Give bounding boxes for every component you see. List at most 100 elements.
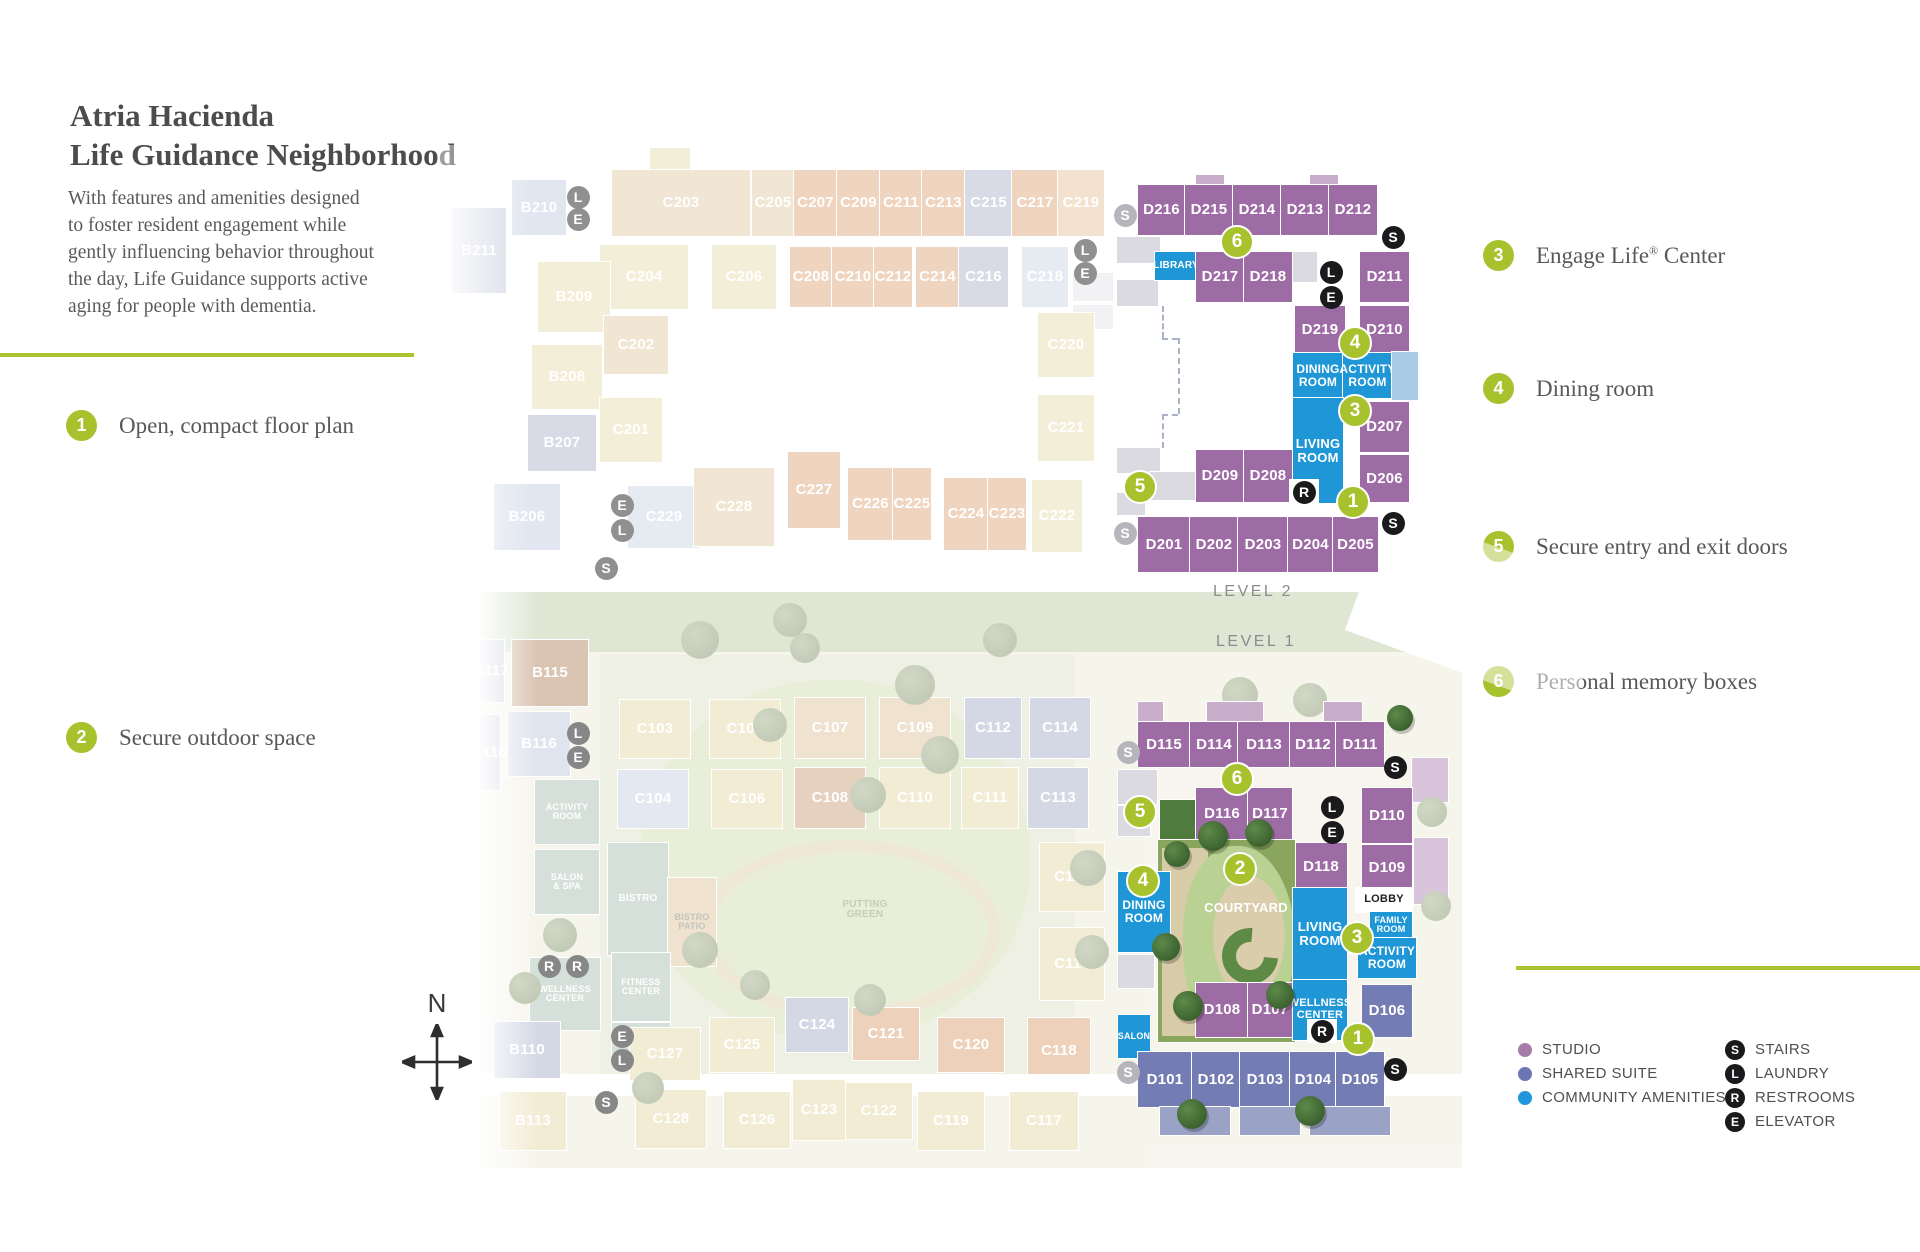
room-d111: D111 <box>1336 722 1384 767</box>
room-dining: DINING ROOM <box>1293 353 1343 398</box>
room-d108: D108 <box>1196 983 1248 1037</box>
tree-icon <box>1198 821 1228 851</box>
laundry-icon: L <box>610 1048 634 1072</box>
room-d114: D114 <box>1190 722 1238 767</box>
intro-line: aging for people with dementia. <box>68 296 317 317</box>
plan-block <box>440 145 530 585</box>
room-d202: D202 <box>1190 517 1238 572</box>
room-c104: C104 <box>618 770 688 828</box>
room-c103: C103 <box>620 700 690 758</box>
room-b209: B209 <box>538 262 610 332</box>
callout-4-label: Dining room <box>1536 375 1655 401</box>
page-title-line1: Atria Hacienda <box>70 98 275 133</box>
room-c124: C124 <box>786 998 848 1052</box>
callout-marker-6: 6 <box>1220 225 1254 259</box>
laundry-icon: L <box>566 185 590 209</box>
plan-block <box>1324 702 1362 723</box>
legend-restrooms-label: RESTROOMS <box>1755 1089 1856 1106</box>
room-c214: C214 <box>916 247 959 307</box>
room-c218: C218 <box>1022 247 1068 307</box>
callout-marker-2: 2 <box>1223 852 1257 886</box>
legend-shared-suite-label: SHARED SUITE <box>1542 1065 1658 1082</box>
room-fitness: FITNESS CENTER <box>612 953 670 1021</box>
plan-block <box>1117 237 1160 263</box>
legend-elevator-label: ELEVATOR <box>1755 1113 1836 1130</box>
room-d203: D203 <box>1238 517 1288 572</box>
room-c216: C216 <box>959 247 1008 307</box>
room-d217: D217 <box>1196 252 1244 302</box>
room-putting: PUTTING GREEN <box>842 898 888 920</box>
page-title: Atria Hacienda Life Guidance Neighborhoo… <box>70 96 456 174</box>
room-c203: C203 <box>612 170 750 236</box>
intro-line: the day, Life Guidance supports active <box>68 269 368 290</box>
tree-icon <box>1173 991 1203 1021</box>
compass-icon <box>402 1024 472 1100</box>
room-b211: B211 <box>452 208 506 293</box>
room-library: LIBRARY <box>1153 252 1199 280</box>
laundry-icon: L <box>566 721 590 745</box>
tree-icon <box>854 984 886 1016</box>
room-c201: C201 <box>600 398 662 462</box>
room-d215: D215 <box>1185 185 1233 235</box>
intro-line: With features and amenities designed <box>68 188 360 209</box>
intro-line: gently influencing behavior throughout <box>68 242 374 263</box>
legend-studio-label: STUDIO <box>1542 1041 1602 1058</box>
room-c119: C119 <box>918 1092 984 1150</box>
room-lobby: LOBBY <box>1356 888 1412 912</box>
room-c106: C106 <box>712 770 782 828</box>
callout-1-label: Open, compact floor plan <box>119 412 355 438</box>
callout-marker-5: 5 <box>1123 795 1157 829</box>
callout-2: 2 Secure outdoor space <box>66 722 316 753</box>
room-b207: B207 <box>528 415 596 471</box>
elevator-icon: E <box>566 207 590 231</box>
stairs-icon: S <box>1116 740 1140 764</box>
room-d109: D109 <box>1362 845 1412 890</box>
restrooms-icon: R <box>537 954 561 978</box>
room-c122: C122 <box>846 1083 912 1139</box>
room-d110: D110 <box>1362 788 1412 843</box>
dashed-boundary <box>1162 306 1165 338</box>
callout-2-label: Secure outdoor space <box>119 724 316 750</box>
room-b206: B206 <box>494 484 560 550</box>
tree-icon <box>1417 797 1447 827</box>
tree-icon <box>509 972 541 1004</box>
intro-paragraph: With features and amenities designed to … <box>68 185 374 320</box>
plan-block <box>1117 448 1160 473</box>
room-c125: C125 <box>710 1018 774 1072</box>
room-bistro: BISTRO <box>608 843 668 955</box>
elevator-icon: E <box>610 493 634 517</box>
elevator-icon: E <box>1320 820 1344 844</box>
tree-icon <box>1245 819 1273 847</box>
tree-icon <box>740 970 770 1000</box>
laundry-icon: L <box>1073 238 1097 262</box>
plan-block <box>1392 352 1418 400</box>
room-activity: ACTIVITY ROOM <box>535 780 599 844</box>
level2-caption: LEVEL 2 <box>1213 583 1294 600</box>
room-d105: D105 <box>1336 1052 1384 1107</box>
laundry-icon: L <box>1319 260 1343 284</box>
callout-4-marker: 4 <box>1483 373 1514 404</box>
room-d208: D208 <box>1244 450 1292 502</box>
callout-3: 3 Engage Life® Center <box>1483 240 1725 271</box>
plan-block <box>478 592 1462 652</box>
callout-3-marker: 3 <box>1483 240 1514 271</box>
level1-caption: LEVEL 1 <box>1216 633 1297 650</box>
callout-marker-4: 4 <box>1126 864 1160 898</box>
tree-icon <box>1070 850 1106 886</box>
room-c222: C222 <box>1032 480 1082 552</box>
room-living: LIVING ROOM <box>1293 888 1347 980</box>
intro-line: to foster resident engagement while <box>68 215 347 236</box>
room-c113: C113 <box>1028 768 1088 828</box>
plan-block <box>478 592 538 1168</box>
tree-icon <box>1295 1096 1325 1126</box>
divider-line-right <box>1516 966 1920 970</box>
callout-2-marker: 2 <box>66 722 97 753</box>
room-salon: SALON & SPA <box>535 850 599 914</box>
room-c212: C212 <box>874 247 912 307</box>
plan-block <box>1412 758 1448 802</box>
room-c121: C121 <box>853 1008 919 1060</box>
room-d201: D201 <box>1138 517 1190 572</box>
room-c226: C226 <box>848 468 893 540</box>
